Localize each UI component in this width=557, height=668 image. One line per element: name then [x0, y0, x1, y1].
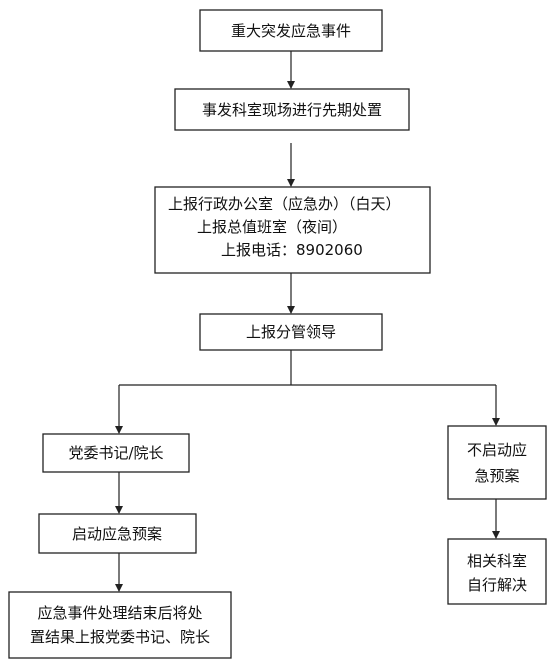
node-incident: 重大突发应急事件 — [199, 9, 383, 52]
node-report-line-1: 上报行政办公室（应急办）（白天） — [168, 195, 401, 213]
node-start-plan: 启动应急预案 — [38, 513, 197, 554]
node-report: 上报行政办公室（应急办）（白天） 上报总值班室（夜间） 上报电话：8902060 — [154, 186, 431, 274]
node-no-plan: 不启动应 急预案 — [447, 425, 547, 500]
node-onsite: 事发科室现场进行先期处置 — [174, 88, 410, 131]
node-secretary-line-1: 党委书记/院长 — [68, 444, 163, 462]
node-dept-resolve-line-1: 相关科室 — [467, 552, 527, 570]
node-incident-line-1: 重大突发应急事件 — [231, 22, 351, 40]
node-final-report-line-2: 置结果上报党委书记、院长 — [30, 628, 210, 646]
node-no-plan-line-2: 急预案 — [474, 467, 519, 485]
node-report-line-3: 上报电话：8902060 — [221, 241, 363, 259]
node-secretary: 党委书记/院长 — [42, 433, 190, 473]
node-dept-resolve-line-2: 自行解决 — [467, 576, 527, 594]
node-leader: 上报分管领导 — [199, 313, 383, 351]
node-leader-line-1: 上报分管领导 — [246, 323, 336, 341]
node-report-line-2: 上报总值班室（夜间） — [197, 218, 347, 236]
connectors — [115, 51, 500, 592]
node-onsite-line-1: 事发科室现场进行先期处置 — [202, 101, 382, 119]
node-start-plan-line-1: 启动应急预案 — [72, 525, 162, 543]
node-final-report: 应急事件处理结束后将处 置结果上报党委书记、院长 — [8, 591, 232, 659]
node-final-report-line-1: 应急事件处理结束后将处 — [37, 604, 202, 622]
node-dept-resolve: 相关科室 自行解决 — [447, 538, 547, 605]
node-no-plan-line-1: 不启动应 — [467, 441, 527, 459]
